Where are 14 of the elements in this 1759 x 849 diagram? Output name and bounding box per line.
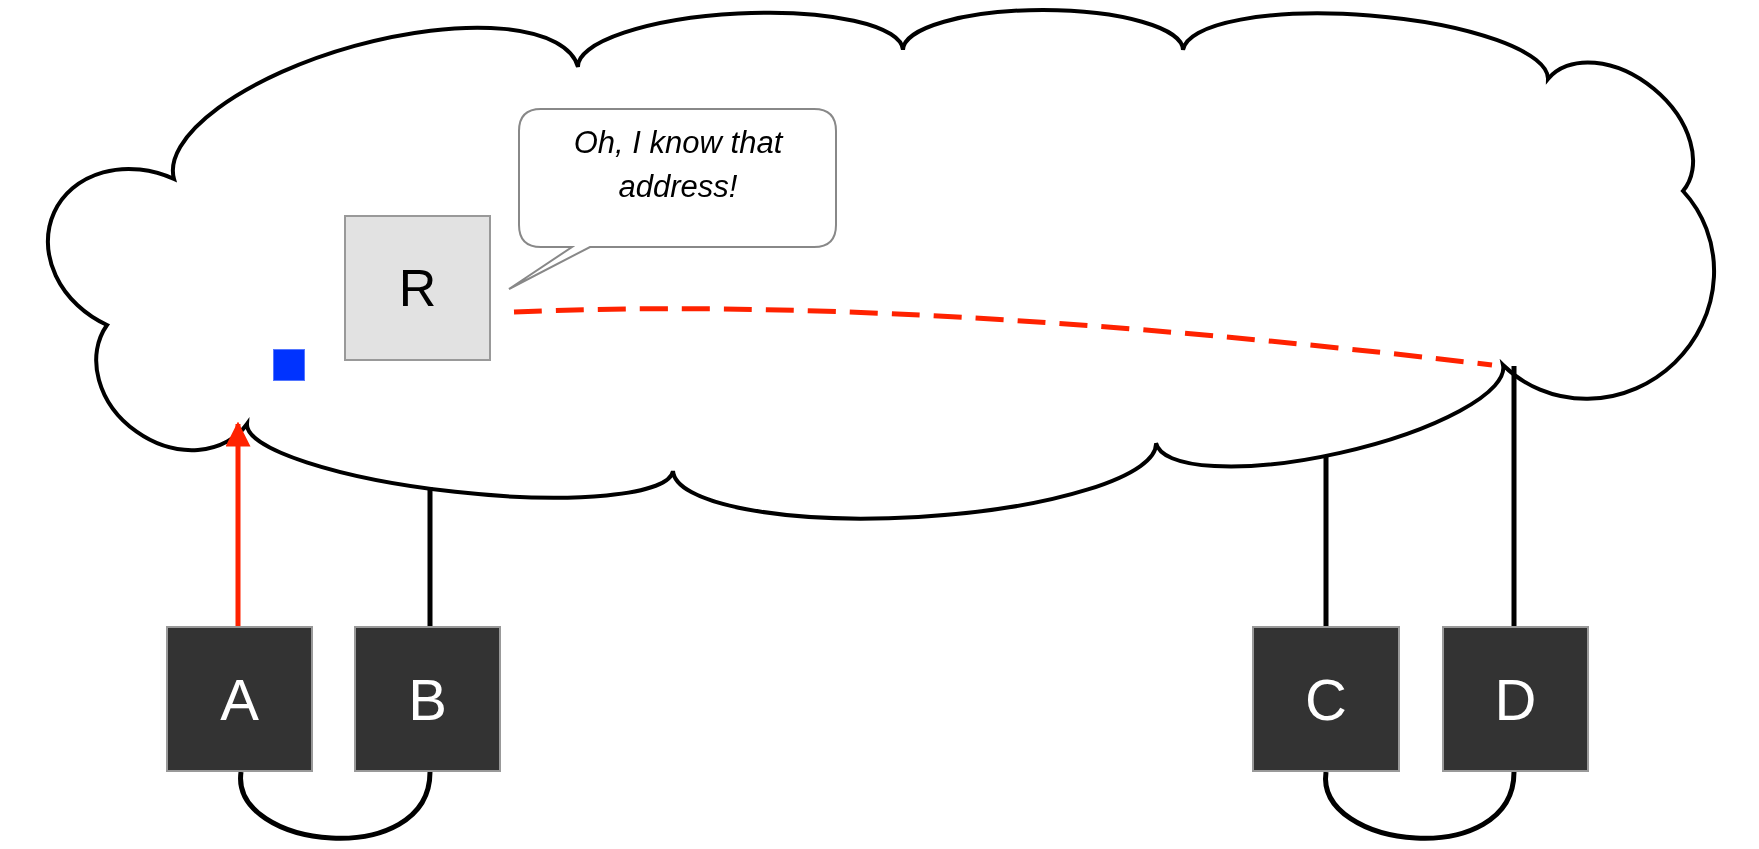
dashed-line — [513, 306, 1493, 368]
host-box: A — [166, 626, 313, 772]
arrow — [225, 421, 251, 626]
host-box: C — [1252, 626, 1400, 772]
speech-text: Oh, I know that address! — [572, 124, 785, 206]
router-box: R — [344, 215, 491, 361]
square-marker — [273, 349, 305, 381]
connector-line — [427, 487, 433, 626]
connector-line — [1323, 771, 1517, 841]
connector-line — [238, 771, 433, 841]
host-box: B — [354, 626, 501, 772]
host-box: D — [1442, 626, 1589, 772]
connector-line — [1511, 366, 1517, 626]
connector-line — [1323, 455, 1329, 626]
